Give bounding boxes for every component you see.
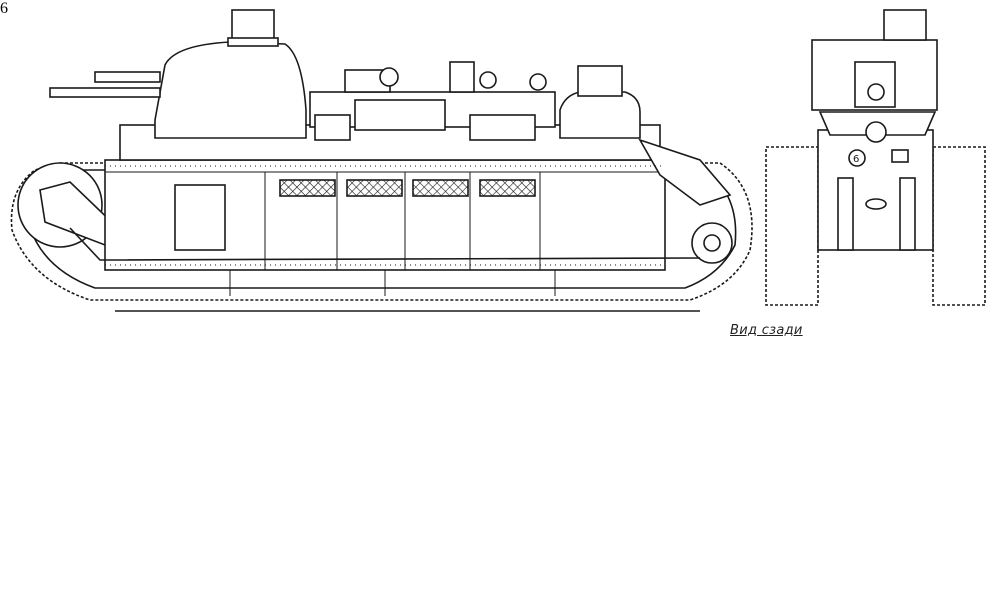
front-right-track xyxy=(932,146,986,306)
rear-turret-number: 6 xyxy=(0,0,8,17)
side-track xyxy=(10,162,753,301)
front-turret xyxy=(154,41,307,139)
rear-left-track: 6 xyxy=(0,0,8,17)
front-view: 6 xyxy=(765,9,986,306)
front-turret-number: 6 xyxy=(853,154,859,165)
front-left-track xyxy=(765,146,819,306)
rear-view: 6 xyxy=(0,0,8,17)
side-door xyxy=(174,184,226,251)
rear-right-track: 6 xyxy=(0,0,8,17)
main-gun xyxy=(49,87,161,98)
rear-view-caption: Вид сзади xyxy=(730,323,803,338)
side-view xyxy=(10,9,753,312)
side-hull xyxy=(104,159,666,271)
rear-turret xyxy=(559,91,641,139)
